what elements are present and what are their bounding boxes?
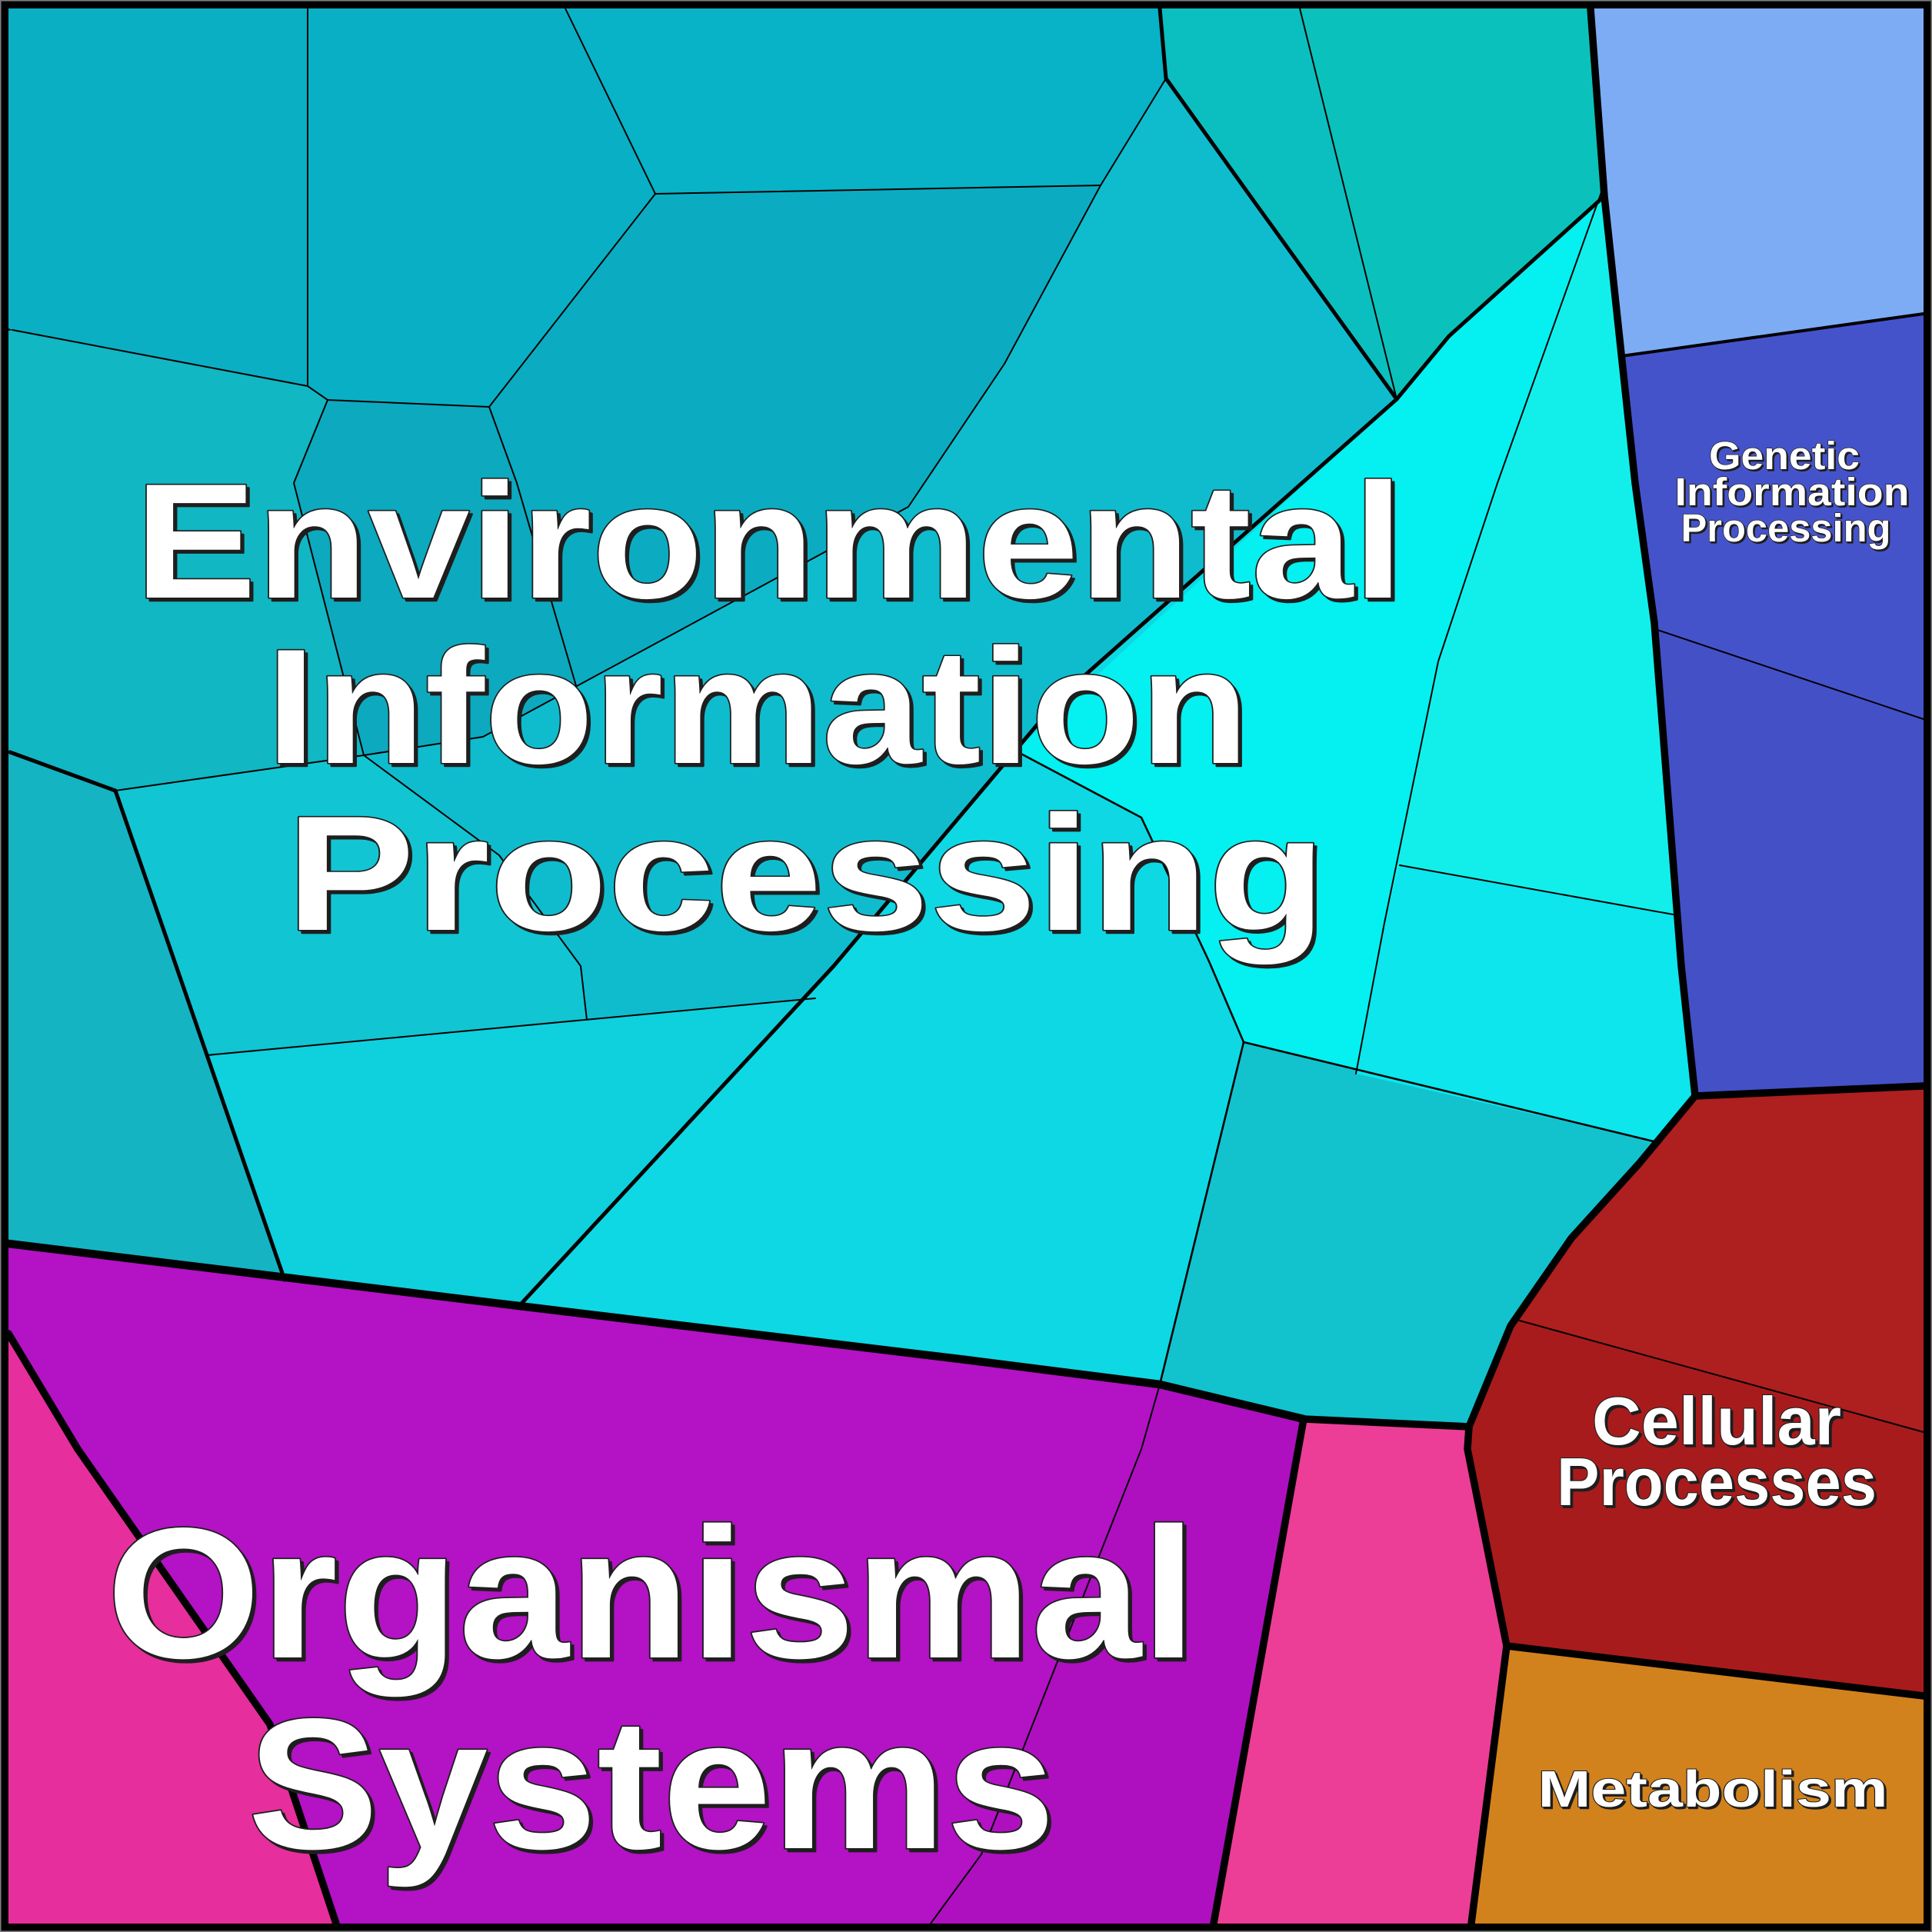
svg-text:Processing: Processing <box>289 785 1329 968</box>
svg-text:Metabolism: Metabolism <box>1538 1760 1888 1818</box>
svg-text:Cellular: Cellular <box>1594 1385 1844 1461</box>
svg-text:Information: Information <box>269 618 1252 801</box>
svg-text:Information: Information <box>1675 470 1910 514</box>
svg-text:Processing: Processing <box>1683 508 1893 551</box>
svg-text:Systems: Systems <box>251 1684 1058 1891</box>
svg-text:Environmental: Environmental <box>138 453 1407 636</box>
svg-text:Metabolism: Metabolism <box>1540 1763 1890 1820</box>
svg-text:Systems: Systems <box>248 1681 1055 1888</box>
svg-text:Genetic: Genetic <box>1710 435 1861 479</box>
svg-text:Processes: Processes <box>1557 1444 1877 1520</box>
svg-text:Information: Information <box>1677 471 1911 515</box>
svg-text:Processing: Processing <box>1681 506 1891 550</box>
svg-text:Cellular: Cellular <box>1592 1383 1841 1459</box>
svg-text:Processes: Processes <box>1559 1446 1879 1522</box>
svg-text:Environmental: Environmental <box>135 450 1404 633</box>
svg-text:Information: Information <box>266 615 1249 798</box>
svg-text:Organismal: Organismal <box>110 1493 1200 1700</box>
svg-text:Processing: Processing <box>286 782 1326 965</box>
svg-text:Organismal: Organismal <box>107 1490 1197 1697</box>
svg-text:Genetic: Genetic <box>1709 434 1860 478</box>
